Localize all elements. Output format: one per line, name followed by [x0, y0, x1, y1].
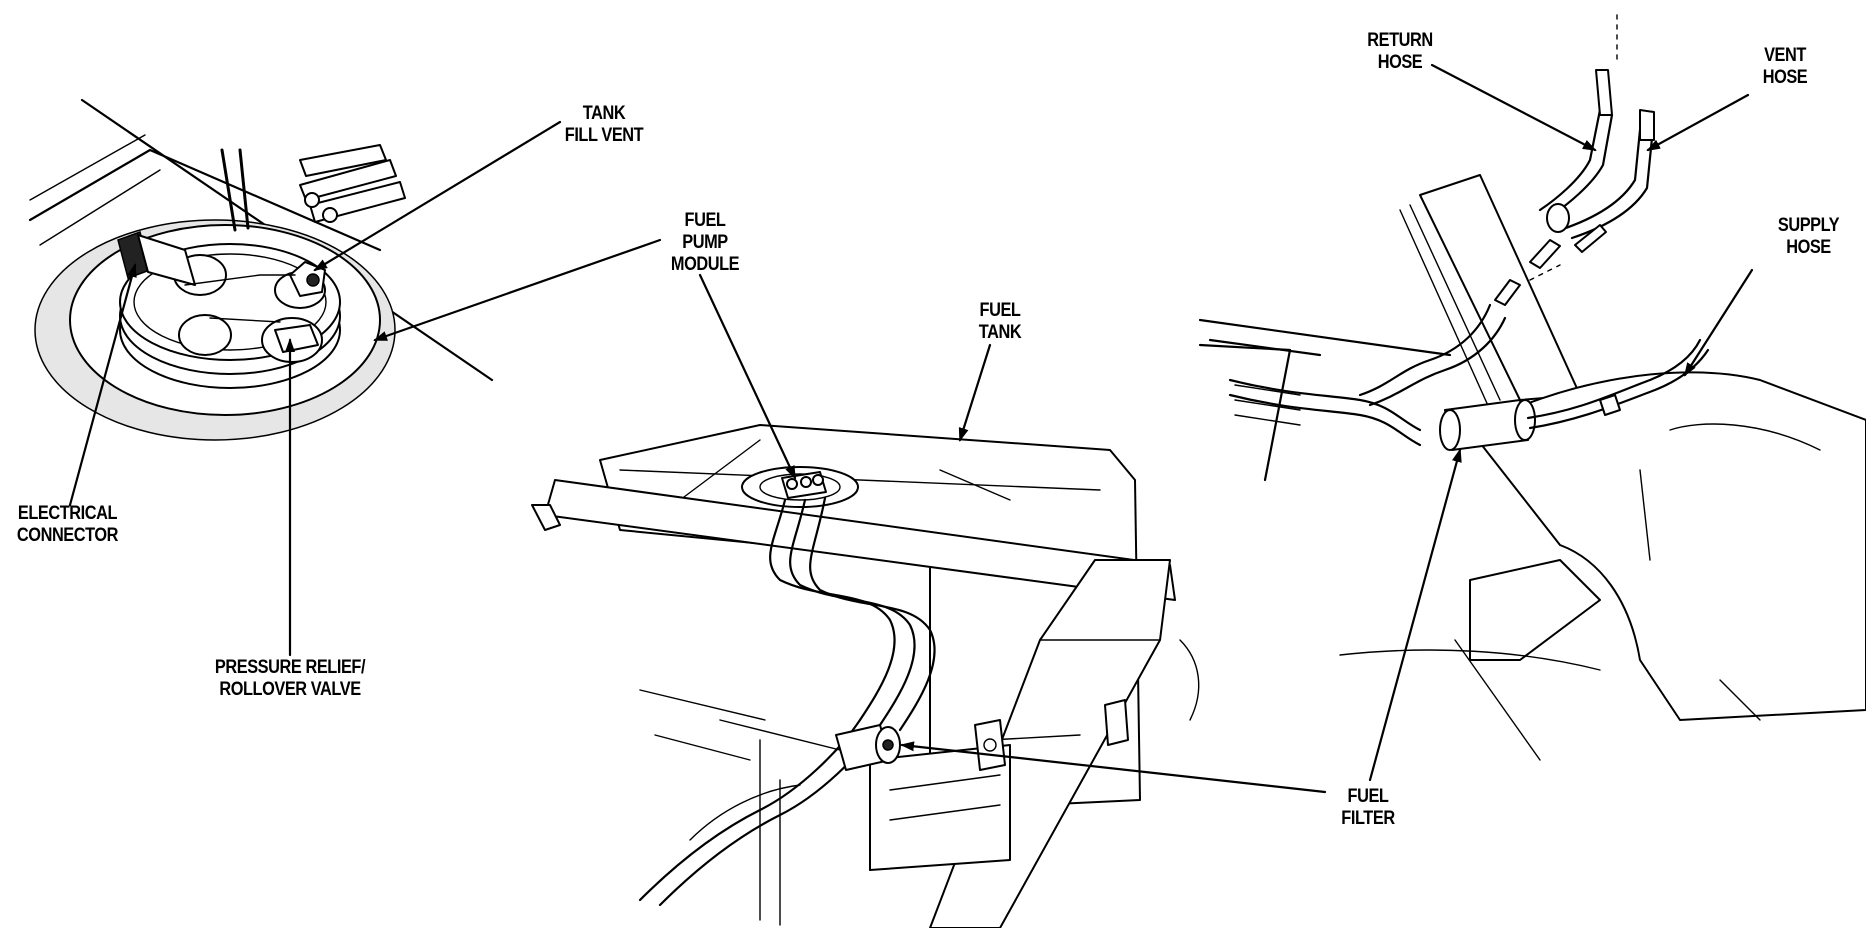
leader-fuel-filter-right [1368, 448, 1462, 782]
label-fuel-tank: FUEL TANK [978, 300, 1022, 343]
leader-lines [68, 63, 1754, 794]
leader-fuel-pump-module-left [373, 238, 662, 342]
leader-fuel-filter-middle [900, 741, 1327, 794]
label-supply-hose: SUPPLY HOSE [1777, 215, 1840, 258]
fuel-tank-illustration [531, 424, 1200, 928]
leader-fuel-tank [958, 343, 992, 442]
leader-tank-fill-vent [313, 120, 562, 272]
label-return-hose: RETURN HOSE [1367, 30, 1433, 73]
leader-return-hose [1430, 63, 1597, 152]
leader-electrical-connector [68, 263, 137, 507]
leader-vent-hose [1646, 93, 1750, 152]
hose-routing-illustration [1198, 14, 1866, 761]
leader-fuel-pump-module-middle [698, 273, 797, 480]
label-vent-hose: VENT HOSE [1762, 45, 1808, 88]
fuel-pump-module-illustration [28, 98, 494, 441]
label-tank-fill-vent: TANK FILL VENT [564, 103, 644, 146]
label-fuel-filter: FUEL FILTER [1341, 786, 1395, 829]
leader-supply-hose [1683, 268, 1754, 377]
label-fuel-pump-module: FUEL PUMP MODULE [670, 210, 740, 275]
label-pressure-relief: PRESSURE RELIEF/ ROLLOVER VALVE [214, 657, 366, 700]
label-electrical-connector: ELECTRICAL CONNECTOR [16, 503, 119, 546]
